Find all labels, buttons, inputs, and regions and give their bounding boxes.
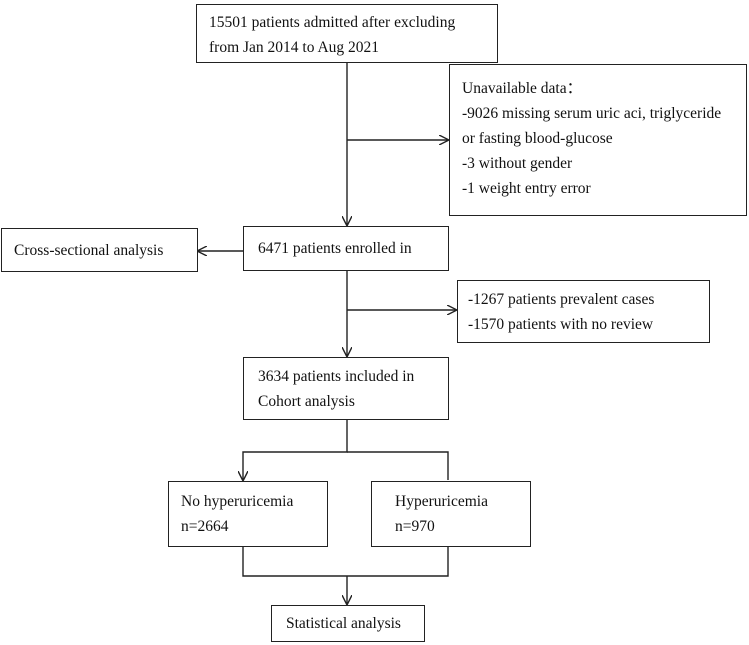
admitted-box: 15501 patients admitted after excluding … [196,4,498,63]
enrolled-box: 6471 patients enrolled in [243,226,449,271]
no-hyperuricemia-box: No hyperuricemia n=2664 [168,481,328,547]
unavailable-item: or fasting blood-glucose [462,130,613,147]
unavailable-title: Unavailable data： [462,80,583,97]
hyperuricemia-count: n=970 [395,518,435,535]
hyperuricemia-box: Hyperuricemia n=970 [371,481,531,547]
excluded-item: -1267 patients prevalent cases [468,291,655,308]
statistical-label: Statistical analysis [286,615,401,632]
hyperuricemia-label: Hyperuricemia [395,493,488,510]
split-line-right [347,451,449,480]
admitted-line-1: 15501 patients admitted after excluding [209,14,456,31]
merge-line [242,547,449,577]
statistical-box: Statistical analysis [271,605,425,642]
admitted-line-2: from Jan 2014 to Aug 2021 [209,39,380,56]
cohort-line-1: 3634 patients included in [258,368,415,385]
cross-sectional-box: Cross-sectional analysis [1,228,198,272]
split-line [243,420,348,480]
enrolled-label: 6471 patients enrolled in [258,240,412,257]
no-hyperuricemia-count: n=2664 [181,518,229,535]
cohort-box: 3634 patients included in Cohort analysi… [243,357,449,420]
unavailable-item: -1 weight entry error [462,180,591,197]
excluded-item: -1570 patients with no review [468,316,654,333]
no-hyperuricemia-label: No hyperuricemia [181,493,294,510]
excluded-box: -1267 patients prevalent cases -1570 pat… [457,280,710,343]
unavailable-box: Unavailable data： -9026 missing serum ur… [449,64,747,216]
unavailable-item: -3 without gender [462,155,573,172]
cross-sectional-label: Cross-sectional analysis [14,242,164,259]
cohort-line-2: Cohort analysis [258,393,355,410]
unavailable-item: -9026 missing serum uric aci, triglyceri… [462,105,722,122]
